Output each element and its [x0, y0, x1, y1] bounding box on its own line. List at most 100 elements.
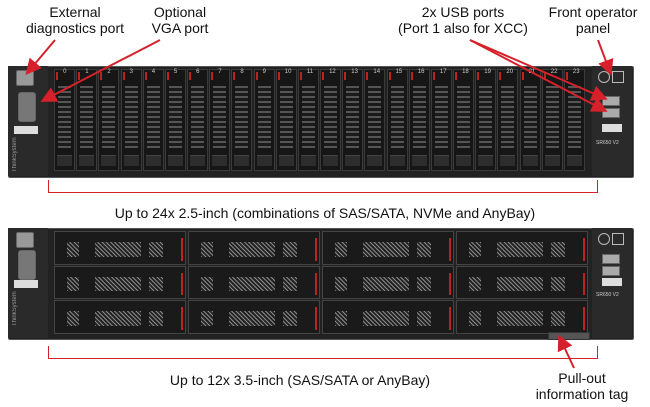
drive-bay-3-5[interactable] [322, 231, 454, 265]
drive-bay-11[interactable]: 11 [297, 69, 319, 171]
drive-bay-16[interactable]: 16 [408, 69, 430, 171]
drive-bay-3-5[interactable] [188, 265, 320, 300]
drive-bay-3-5[interactable] [322, 300, 454, 334]
bracket-bottom [48, 346, 598, 359]
bay-number-label: 5 [173, 69, 178, 75]
drive-bay-20[interactable]: 20 [497, 69, 519, 171]
pull-handle-left-top[interactable] [14, 126, 38, 134]
bay-number-label: 3 [129, 69, 133, 75]
bay-number-label: 16 [417, 69, 425, 75]
drive-bay-6[interactable]: 6 [187, 69, 209, 171]
drive-bay-7[interactable]: 7 [209, 69, 231, 171]
drive-bay-18[interactable]: 18 [453, 69, 475, 171]
bay-number-label: 14 [373, 69, 381, 75]
vga-port-bottom[interactable] [18, 250, 36, 280]
drive-bay-17[interactable]: 17 [430, 69, 452, 171]
right-ear-top: SR650 V2 [592, 66, 632, 176]
drive-bay-3-5[interactable] [322, 265, 454, 300]
pull-handle-left-bottom[interactable] [14, 280, 38, 288]
bay-number-label: 11 [306, 69, 314, 75]
drive-bay-9[interactable]: 9 [253, 69, 275, 171]
id-led-icon-bottom [612, 233, 624, 245]
drive-bay-10[interactable]: 10 [275, 69, 297, 171]
drive-bay-3-5[interactable] [54, 300, 186, 334]
drive-bay-5[interactable]: 5 [164, 69, 186, 171]
label-front-operator-panel-text: Front operator panel [548, 4, 638, 36]
bay-number-label: 12 [329, 69, 336, 75]
label-front-operator-panel: Front operator panel [540, 4, 646, 36]
drive-bay-23[interactable]: 23 [563, 69, 585, 171]
vga-port[interactable] [18, 92, 36, 122]
bay-number-label: 1 [85, 69, 89, 75]
drive-bay-4[interactable]: 4 [142, 69, 164, 171]
server-12-bay: ThinkSystem SR650 V2 [8, 228, 634, 340]
drive-bay-13[interactable]: 13 [342, 69, 364, 171]
bay-number-label: 4 [151, 69, 156, 75]
pull-handle-right-bottom[interactable] [602, 278, 622, 286]
bay-number-label: 2 [107, 69, 111, 75]
bay-number-label: 9 [262, 69, 266, 75]
bay-number-label: 19 [484, 69, 491, 75]
bay-number-label: 0 [63, 69, 67, 75]
drive-bay-21[interactable]: 21 [519, 69, 541, 171]
bay-number-label: 15 [395, 69, 403, 75]
arrow-usb-2 [469, 39, 608, 112]
bay-number-label: 22 [550, 69, 558, 75]
usb-port-1-bottom[interactable] [602, 254, 620, 264]
usb-port-2[interactable] [602, 108, 620, 118]
drive-bay-3-5[interactable] [456, 265, 588, 300]
label-pullout-tag: Pull-out information tag [520, 370, 644, 402]
arrow-front-panel [597, 39, 614, 76]
arrow-external-diagnostics [25, 39, 56, 76]
bay-number-label: 18 [462, 69, 469, 75]
drive-bay-3[interactable]: 3 [120, 69, 142, 171]
drive-bay-3-5[interactable] [54, 265, 186, 300]
label-usb-ports: 2x USB ports (Port 1 also for XCC) [388, 4, 538, 36]
drive-bay-19[interactable]: 19 [475, 69, 497, 171]
drive-bay-3-5[interactable] [188, 300, 320, 334]
label-usb-ports-text: 2x USB ports (Port 1 also for XCC) [398, 4, 528, 36]
drive-bay-8[interactable]: 8 [231, 69, 253, 171]
bays-12 [54, 231, 590, 335]
external-diagnostics-port-bottom[interactable] [16, 232, 34, 248]
label-optional-vga-text: Optional VGA port [151, 4, 209, 36]
id-led-icon [612, 71, 624, 83]
bay-number-label: 10 [284, 69, 292, 75]
bay-number-label: 8 [240, 69, 244, 75]
label-optional-vga: Optional VGA port [140, 4, 220, 36]
drive-bay-1[interactable]: 1 [76, 69, 98, 171]
model-text-top: SR650 V2 [596, 140, 619, 146]
drive-bay-15[interactable]: 15 [386, 69, 408, 171]
caption-bottom: Up to 12x 3.5-inch (SAS/SATA or AnyBay) [169, 372, 431, 388]
caption-top: Up to 24x 2.5-inch (combinations of SAS/… [114, 205, 536, 221]
bay-number-label: 13 [351, 69, 358, 75]
drive-bay-0[interactable]: 0 [54, 69, 76, 171]
model-text-bottom: SR650 V2 [596, 292, 619, 298]
drive-bay-3-5[interactable] [54, 231, 186, 265]
arrow-usb-1 [469, 39, 608, 101]
drive-bay-3-5[interactable] [456, 300, 588, 334]
drive-bay-3-5[interactable] [456, 231, 588, 265]
drive-bay-12[interactable]: 12 [320, 69, 342, 171]
bracket-top [48, 180, 598, 193]
label-external-diagnostics: External diagnostics port [20, 4, 130, 36]
right-ear-bottom: SR650 V2 [592, 228, 632, 338]
pull-handle-right-top[interactable] [602, 124, 622, 132]
power-button-icon-bottom[interactable] [598, 233, 610, 245]
bay-number-label: 17 [439, 69, 447, 75]
drive-bay-14[interactable]: 14 [364, 69, 386, 171]
drive-bay-22[interactable]: 22 [541, 69, 563, 171]
label-external-diagnostics-text: External diagnostics port [25, 4, 125, 36]
drive-bay-2[interactable]: 2 [98, 69, 120, 171]
bays-24: 01234567891011121314151617181920212223 [54, 69, 586, 171]
left-ear-bottom: ThinkSystem [8, 228, 48, 338]
arrow-pullout-tag [557, 334, 575, 369]
bay-number-label: 6 [196, 69, 200, 75]
arrow-vga [40, 39, 161, 102]
usb-port-2-bottom[interactable] [602, 266, 620, 276]
drive-bay-3-5[interactable] [188, 231, 320, 265]
left-ear-top: ThinkSystem [8, 66, 48, 176]
bay-number-label: 23 [572, 69, 580, 75]
